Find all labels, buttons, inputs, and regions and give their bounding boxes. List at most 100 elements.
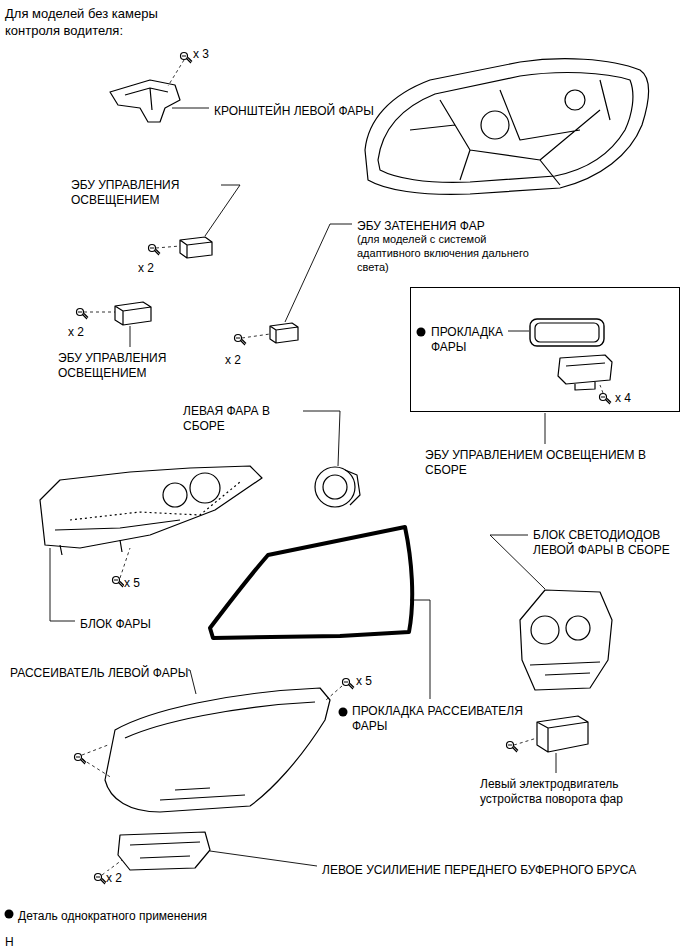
label-holder: x 2 — [106, 868, 122, 886]
drawing-part — [410, 600, 430, 699]
drawing-part — [75, 754, 87, 765]
headlamp-housing — [365, 59, 649, 195]
drawing-part — [285, 224, 352, 322]
led-unit — [530, 662, 600, 675]
headlamp-unit — [70, 482, 240, 520]
led-unit — [566, 616, 590, 640]
drawing-part — [210, 851, 317, 866]
part-name: ЭБУ УПРАВЛЕНИЕМ ОСВЕЩЕНИЕМ В СБОРЕ — [425, 448, 665, 478]
title-holder: Для моделей без камеры контроля водителя… — [5, 5, 185, 39]
gasket — [530, 319, 604, 346]
lens — [105, 688, 330, 812]
diagram-title: Для моделей без камеры контроля водителя… — [5, 5, 185, 39]
drawing-part — [113, 577, 125, 588]
ecu — [180, 237, 212, 258]
part-name: ПРОКЛАДКА ФАРЫ — [431, 325, 531, 355]
drawing-part — [545, 413, 546, 444]
quantity: x 2 — [138, 261, 154, 276]
part-name: РАССЕИВАТЕЛЬ ЛЕВОЙ ФАРЫ — [10, 666, 188, 681]
label-holder: ПРОКЛАДКА РАССЕИВАТЕЛЯ ФАРЫ — [352, 704, 532, 734]
single-use-marks — [5, 328, 426, 919]
drawing-part — [326, 686, 342, 700]
drawing-part — [130, 326, 131, 347]
label-holder: ЭБУ УПРАВЛЕНИЯ ОСВЕЩЕНИЕМ — [71, 178, 221, 208]
headlamp-unit — [163, 483, 187, 507]
drawing-part — [77, 309, 89, 320]
part-name: КРОНШТЕЙН ЛЕВОЙ ФАРЫ — [214, 104, 374, 119]
drawing-part — [235, 335, 247, 346]
motor — [537, 716, 588, 752]
led-unit — [531, 616, 559, 644]
label-holder: (для моделей с системой адаптивного вклю… — [357, 232, 537, 275]
bracket — [110, 80, 180, 122]
housing-detail — [378, 73, 633, 183]
gasket — [535, 323, 599, 342]
drawing-part — [156, 246, 180, 248]
part-name: ПРОКЛАДКА РАССЕИВАТЕЛЯ ФАРЫ — [352, 704, 532, 734]
legend-text: Деталь однократного применения — [18, 909, 207, 924]
drawing-part — [600, 394, 612, 405]
part-name: (для моделей с системой адаптивного вклю… — [357, 232, 537, 274]
label-holder: x 2 — [68, 322, 84, 340]
label-holder: x 3 — [193, 44, 209, 62]
quantity: x 2 — [225, 353, 241, 368]
ecu — [270, 323, 298, 343]
text-holder: ПРОКЛАДКА ФАРЫ — [431, 325, 531, 355]
drawing-part — [120, 548, 130, 578]
housing-detail — [565, 90, 585, 110]
label-holder: ЭБУ УПРАВЛЕНИЯ ОСВЕЩЕНИЕМ — [58, 351, 208, 381]
label-holder: ЛЕВОЕ УСИЛИЕНИЕ ПЕРЕДНЕГО БУФЕРНОГО БРУС… — [322, 860, 652, 878]
headlamp-unit — [40, 466, 262, 548]
label-holder: x 5 — [356, 671, 372, 689]
part-name: ЛЕВАЯ ФАРА В СБОРЕ — [183, 404, 303, 434]
drawing-part — [172, 108, 209, 109]
drawing-part — [507, 742, 519, 753]
label-holder: x 5 — [124, 573, 140, 591]
led-unit — [520, 590, 612, 690]
drawing-part — [556, 753, 557, 773]
headlamp-unit — [190, 473, 220, 503]
leader-lines — [50, 108, 556, 866]
drawing-part — [242, 334, 270, 338]
drawing-part — [514, 738, 537, 745]
quantity: x 3 — [193, 47, 209, 62]
quantity: x 4 — [615, 391, 631, 406]
label-holder: x 2 — [138, 258, 154, 276]
reinforcement — [130, 842, 200, 858]
part-name: H — [5, 935, 14, 950]
quantity: x 2 — [106, 871, 122, 886]
quantity: x 2 — [68, 325, 84, 340]
drawing-part — [417, 328, 426, 337]
lamp-assembly — [345, 470, 360, 505]
label-holder: ЭБУ УПРАВЛЕНИЕМ ОСВЕЩЕНИЕМ В СБОРЕ — [425, 448, 665, 478]
bracket-detail — [125, 88, 168, 110]
drawing-part — [600, 385, 603, 393]
part-name: Левый электродвигатель устройства поворо… — [480, 777, 670, 807]
lamp-assembly — [315, 467, 355, 507]
label-holder: Левый электродвигатель устройства поворо… — [480, 777, 670, 807]
part-name: ЭБУ УПРАВЛЕНИЯ ОСВЕЩЕНИЕМ — [71, 178, 221, 208]
label-holder: БЛОК ФАРЫ — [80, 614, 151, 632]
lens-gasket — [210, 527, 412, 638]
drawing-part — [5, 910, 14, 919]
drawing-part — [168, 60, 184, 86]
drawing-part — [50, 548, 75, 621]
part-name: ЛЕВОЕ УСИЛИЕНИЕ ПЕРЕДНЕГО БУФЕРНОГО БРУС… — [322, 863, 636, 878]
part-name: БЛОК СВЕТОДИОДОВ ЛЕВОЙ ФАРЫ В СБОРЕ — [533, 528, 685, 558]
drawing-part — [149, 245, 161, 256]
text-holder: x 4 — [615, 388, 631, 406]
part-name: БЛОК ФАРЫ — [80, 617, 151, 632]
drawing-part — [339, 708, 348, 717]
housing-detail — [410, 80, 610, 185]
quantity: x 5 — [356, 674, 372, 689]
quantity: x 5 — [124, 576, 140, 591]
housing-detail — [481, 111, 509, 139]
legend-holder: Деталь однократного применения — [18, 906, 207, 924]
drawing-part — [343, 679, 355, 690]
headlamp-unit — [55, 520, 180, 555]
drawing-part — [84, 312, 115, 313]
lens — [125, 702, 315, 800]
drawing-part — [181, 53, 193, 64]
drawing-part — [82, 745, 112, 778]
label-holder: БЛОК СВЕТОДИОДОВ ЛЕВОЙ ФАРЫ В СБОРЕ — [533, 528, 685, 558]
